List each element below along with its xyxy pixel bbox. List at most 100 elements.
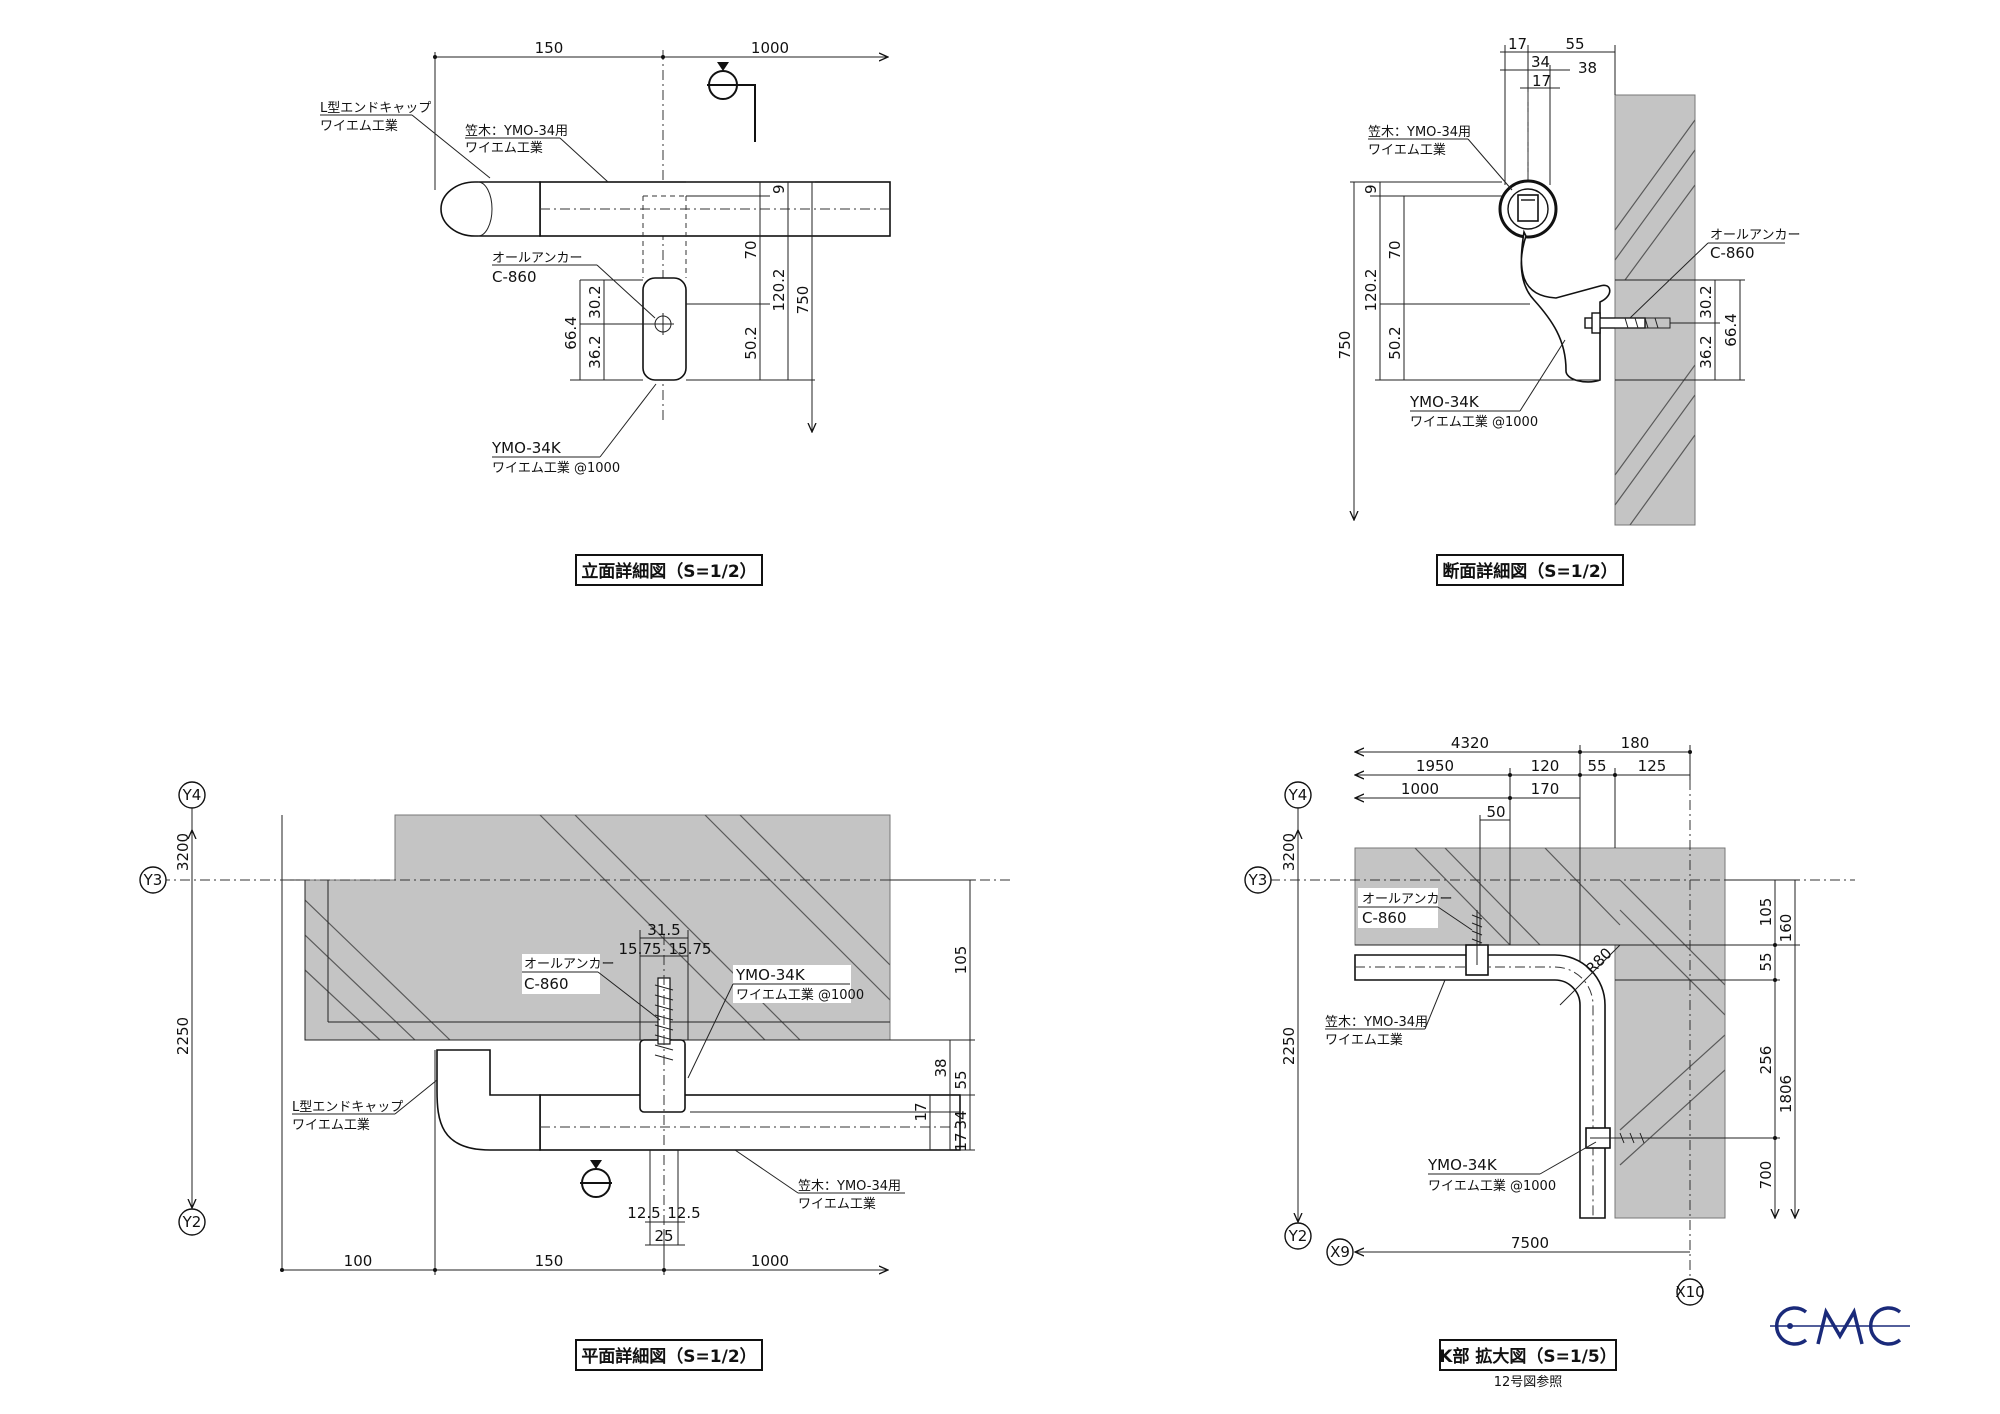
- k-part-title: K部 拡大図（S=1/5）: [1439, 1346, 1616, 1367]
- plan-dim-31-5: 31.5: [647, 921, 680, 939]
- sec-note-rail-name: 笠木：YMO-34用: [1368, 125, 1471, 140]
- sec-dim-38: 38: [1578, 59, 1597, 77]
- dim-750: 750: [794, 286, 812, 315]
- elevation-title: 立面詳細図（S=1/2）: [581, 561, 756, 582]
- plan-dim-12-5a: 12.5: [627, 1204, 660, 1222]
- k-dim-700: 700: [1757, 1161, 1775, 1190]
- note-endcap-maker: ワイエム工業: [320, 118, 398, 134]
- k-grid-bubble-x10: [1676, 1278, 1704, 1306]
- k-grid-bubble-y2: [1284, 1222, 1312, 1250]
- k-dim-50: 50: [1486, 803, 1505, 821]
- plan-dim-12-5b: 12.5: [667, 1204, 700, 1222]
- k-grid-label-y4: Y4: [1288, 786, 1308, 804]
- k-dim-170: 170: [1531, 780, 1560, 798]
- section-title: 断面詳細図（S=1/2）: [1442, 561, 1617, 582]
- k-dim-180: 180: [1621, 734, 1650, 752]
- sec-note-bracket-maker: ワイエム工業 @1000: [1410, 414, 1538, 430]
- k-note-anchor-name: オールアンカー: [1362, 892, 1452, 907]
- k-note-anchor-code: C-860: [1362, 909, 1407, 927]
- k-dim-4320: 4320: [1451, 734, 1489, 752]
- dim-150: 150: [535, 39, 564, 57]
- sec-dim-36-2: 36.2: [1697, 335, 1715, 368]
- k-dim-7500: 7500: [1511, 1234, 1549, 1252]
- dim-120-2: 120.2: [770, 269, 788, 312]
- grid-label-y2: Y2: [182, 1213, 202, 1231]
- grid-bubble-y3: [139, 866, 167, 894]
- note-endcap-name: L型エンドキャップ: [320, 101, 431, 116]
- plan-dim-38: 38: [932, 1058, 950, 1077]
- sec-dim-34: 34: [1531, 53, 1550, 71]
- plan-dim-17b: 17: [952, 1132, 970, 1151]
- k-dim-1000: 1000: [1401, 780, 1439, 798]
- note-bracket-maker: ワイエム工業 @1000: [492, 460, 620, 476]
- sec-note-anchor-code: C-860: [1710, 244, 1755, 262]
- plan-dim-105: 105: [952, 946, 970, 975]
- plan-note-anchor-name: オールアンカー: [524, 957, 614, 972]
- k-note-rail-maker: ワイエム工業: [1325, 1032, 1403, 1048]
- note-bracket-name: YMO-34K: [491, 439, 562, 457]
- plan-dim-15-75a: 15.75: [619, 940, 662, 958]
- plan-note-bracket-maker: ワイエム工業 @1000: [736, 987, 864, 1003]
- k-dim-105: 105: [1757, 898, 1775, 927]
- sec-dim-17a: 17: [1508, 35, 1527, 53]
- plan-note-endcap-name: L型エンドキャップ: [292, 1100, 403, 1115]
- dim-9: 9: [770, 184, 788, 194]
- dim-36-2: 36.2: [586, 335, 604, 368]
- sec-note-bracket-name: YMO-34K: [1409, 393, 1480, 411]
- plan-note-rail-maker: ワイエム工業: [798, 1196, 876, 1212]
- k-grid-bubble-x9: [1326, 1238, 1354, 1266]
- k-note-rail-name: 笠木：YMO-34用: [1325, 1015, 1428, 1030]
- sec-dim-750: 750: [1336, 331, 1354, 360]
- dim-1000: 1000: [751, 39, 789, 57]
- section-detail: 17 55 34 38 17 9 70 120.2 750 50.2: [1336, 35, 1800, 586]
- k-dim-55a: 55: [1587, 757, 1606, 775]
- plan-note-rail-name: 笠木：YMO-34用: [798, 1179, 901, 1194]
- sec-dim-50-2: 50.2: [1386, 326, 1404, 359]
- sec-dim-30-2: 30.2: [1697, 285, 1715, 318]
- sec-dim-17b: 17: [1532, 72, 1551, 90]
- cmc-logo-icon: [1770, 1306, 1910, 1346]
- plan-note-bracket-name: YMO-34K: [735, 966, 806, 984]
- k-grid-label-y3: Y3: [1248, 871, 1268, 889]
- k-note-bracket-name: YMO-34K: [1427, 1156, 1498, 1174]
- plan-dim-1000: 1000: [751, 1252, 789, 1270]
- sec-dim-55: 55: [1565, 35, 1584, 53]
- sec-note-anchor-name: オールアンカー: [1710, 228, 1800, 243]
- k-dim-120: 120: [1531, 757, 1560, 775]
- dim-30-2: 30.2: [586, 285, 604, 318]
- plan-dim-34: 34: [952, 1110, 970, 1129]
- k-grid-label-x10: X10: [1675, 1283, 1704, 1301]
- sec-dim-66-4: 66.4: [1722, 313, 1740, 346]
- note-rail-maker: ワイエム工業: [465, 140, 543, 156]
- note-rail-name: 笠木：YMO-34用: [465, 124, 568, 139]
- plan-dim-15-75b: 15.75: [669, 940, 712, 958]
- plan-dim-55: 55: [952, 1070, 970, 1089]
- k-part-detail: Y4 Y3 Y2 X9 X10 3200 2250 7500 4320 180 …: [1244, 734, 1855, 1390]
- plan-dim-2250: 2250: [174, 1017, 192, 1055]
- k-dim-3200: 3200: [1280, 833, 1298, 871]
- sec-dim-9: 9: [1362, 184, 1380, 194]
- k-grid-label-x9: X9: [1330, 1243, 1350, 1261]
- plan-dim-3200: 3200: [174, 833, 192, 871]
- dim-70: 70: [742, 240, 760, 259]
- plan-detail: Y4 Y3 Y2 3200 2250 31.5 15.75 15.75: [139, 781, 1010, 1371]
- dim-50-2: 50.2: [742, 326, 760, 359]
- dim-66-4: 66.4: [562, 316, 580, 349]
- k-dim-1806: 1806: [1777, 1075, 1795, 1113]
- k-dim-2250: 2250: [1280, 1027, 1298, 1065]
- grid-bubble-y2: [178, 1208, 206, 1236]
- note-anchor-name: オールアンカー: [492, 251, 582, 266]
- plan-dim-150: 150: [535, 1252, 564, 1270]
- section-cut-marker-icon: [707, 62, 756, 142]
- sec-dim-120-2: 120.2: [1362, 269, 1380, 312]
- elevation-detail: 150 1000 9 70 120.2 750 50.2: [320, 39, 891, 586]
- sec-note-rail-maker: ワイエム工業: [1368, 142, 1446, 158]
- k-part-subtitle: 12号図参照: [1494, 1374, 1563, 1390]
- sec-dim-70: 70: [1386, 240, 1404, 259]
- grid-label-y3: Y3: [143, 871, 163, 889]
- k-dim-1950: 1950: [1416, 757, 1454, 775]
- plan-note-endcap-maker: ワイエム工業: [292, 1117, 370, 1133]
- section-cut-marker-icon: [580, 1160, 612, 1198]
- k-dim-160: 160: [1777, 914, 1795, 943]
